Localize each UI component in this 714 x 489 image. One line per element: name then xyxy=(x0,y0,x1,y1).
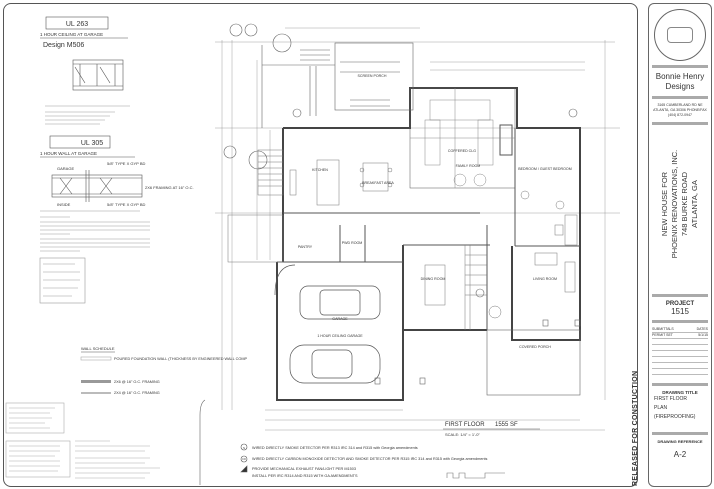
wall-type-foundation-swatch xyxy=(80,356,112,361)
ul305-gyp-1: 5/8" TYPE X GYP BD xyxy=(107,161,146,166)
legend-install: INSTALL PER IRC R314 AND R315 WITH GA AM… xyxy=(252,474,358,478)
room-label-pantry: PANTRY xyxy=(298,245,313,249)
wall-schedule-title: WALL SCHEDULE xyxy=(81,346,115,351)
floor-title: FIRST FLOOR xyxy=(445,422,485,428)
room-label-pwd: PWD ROOM xyxy=(342,241,363,245)
room-label-garage: GARAGE xyxy=(332,317,348,321)
room-label-screen-porch: SCREEN PORCH xyxy=(358,74,387,78)
drawing-title-3: (FIREPROOFING) xyxy=(654,414,696,420)
room-label-breakfast: BREAKFAST AREA xyxy=(362,181,394,185)
covered-porch xyxy=(199,319,581,485)
graphic-scale-bar xyxy=(446,472,505,479)
dining-living-furniture xyxy=(424,245,576,330)
exterior-stairs xyxy=(227,149,284,263)
legend-co: WIRED DIRECTLY CARBON MONOXIDE DETECTOR … xyxy=(252,457,488,461)
drawing-title-1: FIRST FLOOR xyxy=(654,396,687,402)
ul305-title: UL 305 xyxy=(81,140,103,147)
ul263-subtitle: 1 HOUR CEILING AT GARAGE xyxy=(40,32,103,37)
project-number: 1515 xyxy=(671,307,689,316)
garage-cars xyxy=(274,264,381,384)
wall-type-2x6: 2X6 @ 16" O.C. FRAMING xyxy=(114,380,160,384)
co-detector-symbol: CO xyxy=(242,458,246,461)
family-room-furniture xyxy=(410,88,515,188)
car-icon xyxy=(299,285,381,320)
ul305-box xyxy=(49,135,111,149)
ul305-inside: INSIDE xyxy=(57,202,71,207)
legend-fan: PROVIDE MECHANICAL EXHAUST FAN/LIGHT PER… xyxy=(252,467,356,471)
exterior-walls xyxy=(276,87,581,401)
room-label-garage-ceiling: 1 HOUR CEILING GARAGE xyxy=(317,334,363,338)
ul263-detail xyxy=(72,59,124,91)
project-info: NEW HOUSE FOR PHOENIX RENOVATIONS, INC. … xyxy=(653,119,707,289)
room-label-dining: DINING ROOM xyxy=(421,277,446,281)
ul305-subtitle: 1 HOUR WALL AT GARAGE xyxy=(40,151,97,156)
ul263-title: UL 263 xyxy=(66,21,88,28)
project-line-4: ATLANTA, GA xyxy=(690,180,699,228)
bath-fixtures xyxy=(488,190,578,319)
drawing-reference-label: DRAWING REFERENCE xyxy=(657,439,703,444)
dates-label: DATES xyxy=(696,327,708,331)
interior-walls xyxy=(277,87,580,330)
submittals-label: SUBMITTALS xyxy=(652,327,674,331)
drawing-reference: A-2 xyxy=(673,450,687,459)
ul305-framing: 2X6 FRAMING AT 16" O.C. xyxy=(145,185,194,190)
ul263-design: Design M506 xyxy=(43,42,84,49)
wall-type-2x4: 2X4 @ 16" O.C. FRAMING xyxy=(114,391,160,395)
co-detector-icon xyxy=(240,455,248,463)
firm-name: Bonnie Henry Designs xyxy=(655,72,705,91)
car-icon xyxy=(289,344,381,384)
ul263-box xyxy=(45,16,109,30)
wall-type-foundation: POURED FOUNDATION WALL (THICKNESS BY ENG… xyxy=(114,357,248,361)
submittal-entry: PERMIT SET xyxy=(652,333,673,337)
drawing-title-2: PLAN xyxy=(654,405,668,411)
firm-address: 3165 CUMBERLAND RD NE ATLANTA, GA 30306 … xyxy=(653,103,707,117)
project-line-3: 748 BURKE ROAD xyxy=(680,171,689,237)
drawing-scale: SCALE: 1/4" = 1'-0" xyxy=(445,432,480,437)
drawing-title-label: DRAWING TITLE xyxy=(662,390,698,395)
wall-type-2x6-swatch xyxy=(81,380,111,383)
kitchen-fixtures xyxy=(289,159,393,206)
submittal-date: 5/1/15 xyxy=(698,333,708,337)
section-markers xyxy=(223,23,578,298)
ul305-gyp-2: 5/8" TYPE X GYP BD xyxy=(107,202,146,207)
project-line-1: NEW HOUSE FOR xyxy=(660,171,669,237)
ul305-garage: GARAGE xyxy=(57,166,74,171)
general-notes xyxy=(5,402,160,479)
released-for-construction-stamp: RELEASED FOR CONSTUCTION xyxy=(632,370,639,486)
title-block: Bonnie Henry Designs 3165 CUMBERLAND RD … xyxy=(648,3,712,487)
drawing-sheet-border xyxy=(3,3,638,487)
ul305-detail xyxy=(51,170,143,202)
designer-seal-icon xyxy=(654,9,706,61)
legend-smoke: WIRED DIRECTLY SMOKE DETECTOR PER R313 I… xyxy=(252,446,418,450)
room-label-bedroom: BEDROOM / GUEST BEDROOM xyxy=(518,167,571,171)
ul263-notes xyxy=(45,105,130,125)
screen-porch xyxy=(261,42,414,128)
room-label-coffered: COFFERED CLG xyxy=(448,149,476,153)
floor-area: 1555 SF xyxy=(495,422,518,428)
room-label-living: LIVING ROOM xyxy=(533,277,557,281)
smoke-detector-icon xyxy=(240,443,248,451)
room-label-kitchen: KITCHEN xyxy=(312,168,328,172)
exhaust-fan-icon xyxy=(240,465,248,473)
room-label-covered-porch: COVERED PORCH xyxy=(519,345,551,349)
wall-type-2x4-swatch xyxy=(81,392,111,394)
room-label-family-room: FAMILY ROOM xyxy=(456,164,481,168)
project-line-2: PHOENIX RENOVATIONS, INC. xyxy=(670,149,679,259)
floor-plan-drawing: UL 263 1 HOUR CEILING AT GARAGE Design M… xyxy=(5,16,620,485)
ul305-notes xyxy=(39,210,150,304)
project-label: PROJECT xyxy=(665,301,695,307)
smoke-detector-symbol: S xyxy=(243,446,245,450)
